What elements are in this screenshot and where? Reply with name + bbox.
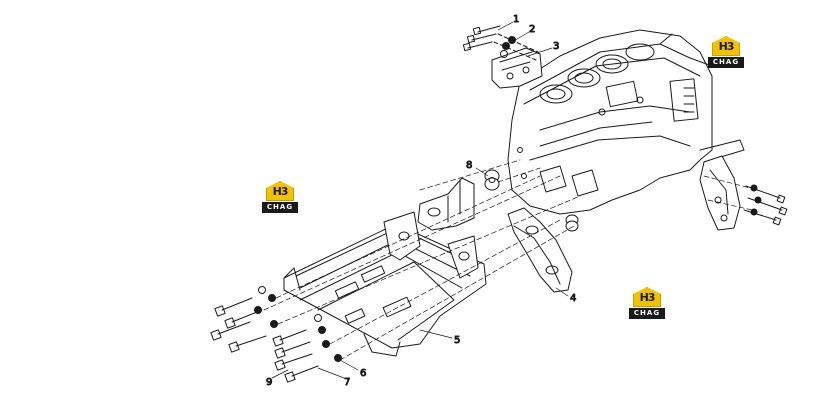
callout-9: 9 bbox=[266, 377, 272, 388]
rubber-sleeve bbox=[484, 169, 500, 191]
logo-wordmark: CHAG bbox=[629, 308, 665, 319]
frame-washers bbox=[254, 286, 342, 362]
logo-wordmark: CHAG bbox=[708, 57, 744, 68]
frame-bolts bbox=[210, 297, 319, 383]
rear-side-bracket bbox=[699, 155, 741, 231]
callout-8: 8 bbox=[466, 160, 472, 171]
engine-block bbox=[507, 29, 745, 215]
engine-mount-leg bbox=[507, 207, 573, 293]
house-icon bbox=[712, 36, 740, 56]
watermark-logo: H3 CHAG bbox=[261, 181, 299, 215]
callout-5: 5 bbox=[454, 335, 460, 346]
callout-4: 4 bbox=[570, 293, 576, 304]
cylinder-bores bbox=[539, 43, 655, 104]
callout-6: 6 bbox=[360, 368, 366, 379]
logo-mark: H3 bbox=[718, 40, 735, 53]
assembly-lines bbox=[263, 159, 753, 361]
watermark-logo: H3 CHAG bbox=[628, 287, 666, 321]
sleeve-lower bbox=[565, 214, 579, 232]
front-upper-bracket bbox=[491, 47, 543, 89]
side-bracket-fasteners bbox=[743, 184, 788, 226]
callout-2: 2 bbox=[529, 24, 535, 35]
logo-mark: H3 bbox=[272, 185, 289, 198]
upper-bracket-bolts bbox=[462, 25, 501, 52]
watermark-logo: H3 CHAG bbox=[707, 36, 745, 70]
logo-wordmark: CHAG bbox=[262, 202, 298, 213]
center-mount bbox=[417, 177, 475, 231]
house-icon bbox=[633, 287, 661, 307]
callout-3: 3 bbox=[553, 41, 559, 52]
callout-7: 7 bbox=[344, 377, 350, 388]
callout-leaders bbox=[271, 21, 569, 379]
support-frame bbox=[283, 211, 487, 357]
logo-mark: H3 bbox=[639, 291, 656, 304]
house-icon bbox=[266, 181, 294, 201]
callout-1: 1 bbox=[513, 14, 519, 25]
upper-assembly-lines bbox=[493, 33, 539, 61]
